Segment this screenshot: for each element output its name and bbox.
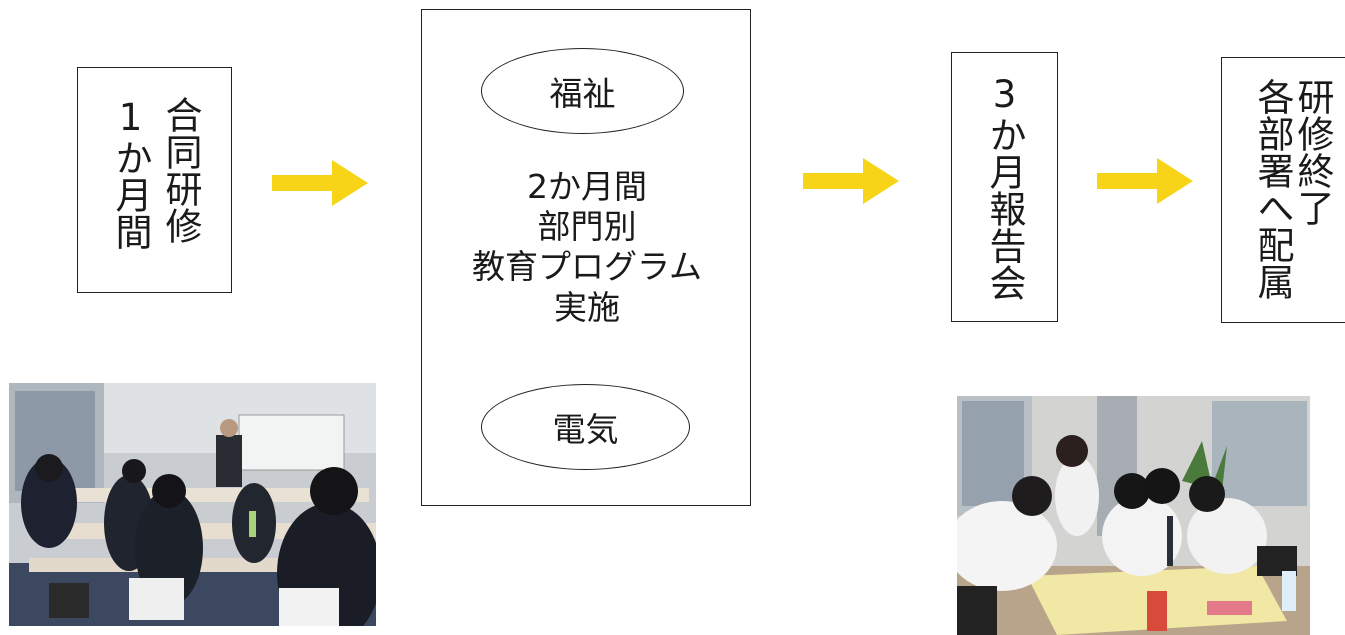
step2-line-2: 部門別 (537, 207, 637, 246)
step4-col1: 研修終了 (1291, 78, 1334, 226)
step4-col2: 各部署へ配属 (1251, 78, 1294, 300)
arrow-right-icon (803, 158, 899, 204)
arrow-right-icon (1097, 158, 1193, 204)
step2-top-bubble: 福祉 (481, 48, 684, 134)
group-workshop-photo (957, 396, 1310, 635)
step2-description: 2か月間 部門別 教育プログラム 実施 (422, 164, 752, 327)
step2-box: 福祉 2か月間 部門別 教育プログラム 実施 電気 (421, 9, 751, 506)
step2-line-3: 教育プログラム (471, 247, 702, 286)
step2-line-1: 2か月間 (527, 167, 647, 206)
training-classroom-photo (9, 383, 376, 626)
step2-line-4: 実施 (554, 288, 620, 327)
step4-box: 研修終了 各部署へ配属 (1221, 57, 1345, 323)
step1-box: 合同研修 1か月間 (77, 67, 232, 293)
step3-text: 3か月報告会 (983, 73, 1026, 301)
step1-col1: 合同研修 (159, 96, 202, 244)
step3-box: 3か月報告会 (951, 52, 1058, 322)
step1-col2: 1か月間 (109, 96, 152, 250)
step2-bottom-bubble: 電気 (481, 384, 690, 470)
arrow-right-icon (272, 160, 368, 206)
